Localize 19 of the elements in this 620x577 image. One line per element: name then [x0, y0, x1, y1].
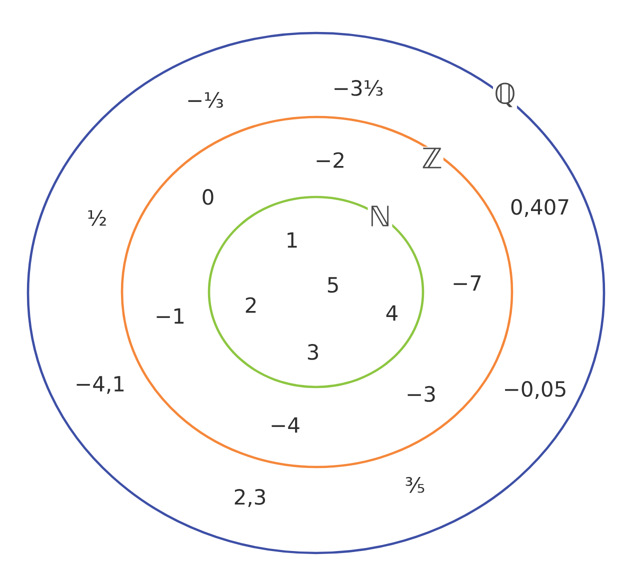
- number-label: 4: [386, 305, 398, 321]
- number-label: −4: [272, 417, 300, 433]
- number-label: −1: [156, 308, 184, 324]
- number-label: −3⅓: [334, 80, 383, 96]
- number-label: ⅗: [406, 477, 424, 493]
- number-label: −7: [454, 275, 481, 291]
- number-label: −2: [316, 152, 344, 168]
- number-label: 1: [288, 232, 297, 248]
- number-label: −4,1: [76, 376, 124, 394]
- number-label: 2: [246, 297, 256, 313]
- number-label: 2,3: [234, 488, 266, 507]
- number-label: 5: [328, 277, 338, 293]
- number-label: 0: [202, 189, 214, 205]
- number-label: −⅓: [188, 92, 223, 108]
- number-label: 0,407: [511, 198, 568, 217]
- number-label: −3: [408, 386, 435, 402]
- number-label: ½: [88, 210, 106, 226]
- number-label: −0,05: [505, 380, 566, 399]
- number-label: 3: [308, 344, 318, 360]
